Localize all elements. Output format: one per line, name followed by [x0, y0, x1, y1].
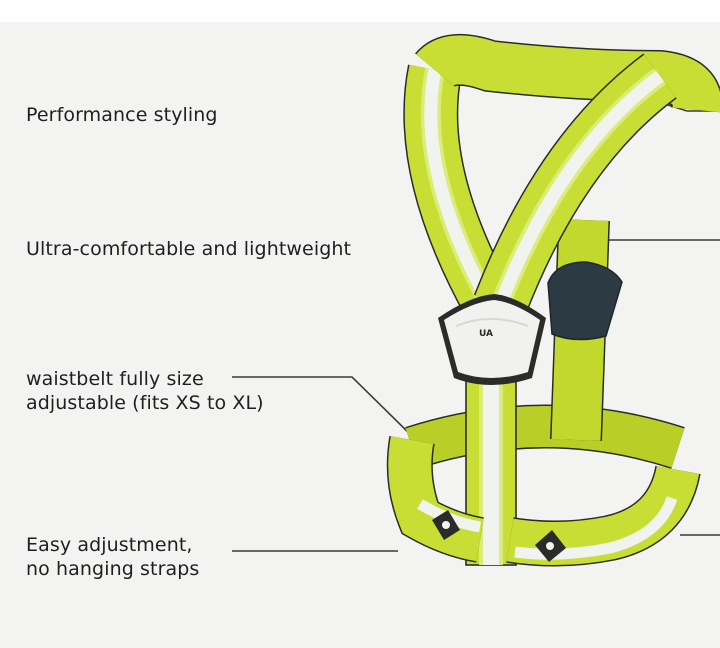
chest-logo: UA: [479, 329, 493, 339]
waistbelt-back: [405, 406, 685, 468]
callout-line-waistbelt: [232, 376, 417, 441]
left-buckle: [432, 510, 460, 540]
right-strap-reflective: [493, 70, 664, 308]
left-strap-reflective: [424, 68, 496, 309]
feature-text-line: Ultra-comfortable and lightweight: [26, 238, 352, 260]
feature-easy-adjustment: Easy adjustment, no hanging straps: [26, 533, 199, 581]
waistbelt-right-reflective: [514, 496, 678, 560]
back-panel: [547, 261, 623, 341]
chest-plate: [444, 300, 540, 378]
feature-waistbelt: waistbelt fully size adjustable (fits XS…: [26, 367, 264, 415]
feature-text-line: Performance styling: [26, 104, 218, 126]
waistbelt-front-left: [388, 436, 484, 562]
top-band: [0, 0, 720, 22]
feature-text-line: no hanging straps: [26, 558, 200, 580]
feature-text-line: waistbelt fully size: [26, 368, 204, 390]
right-buckle: [535, 530, 566, 562]
feature-text-line: adjustable (fits XS to XL): [26, 392, 264, 414]
chest-plate-highlight: [455, 318, 529, 327]
front-strap-reflective: [483, 350, 499, 565]
shoulder-loop: [416, 35, 720, 113]
feature-comfort: Ultra-comfortable and lightweight: [26, 237, 351, 261]
feature-text-line: Easy adjustment,: [26, 534, 193, 556]
feature-performance-styling: Performance styling: [26, 103, 218, 127]
